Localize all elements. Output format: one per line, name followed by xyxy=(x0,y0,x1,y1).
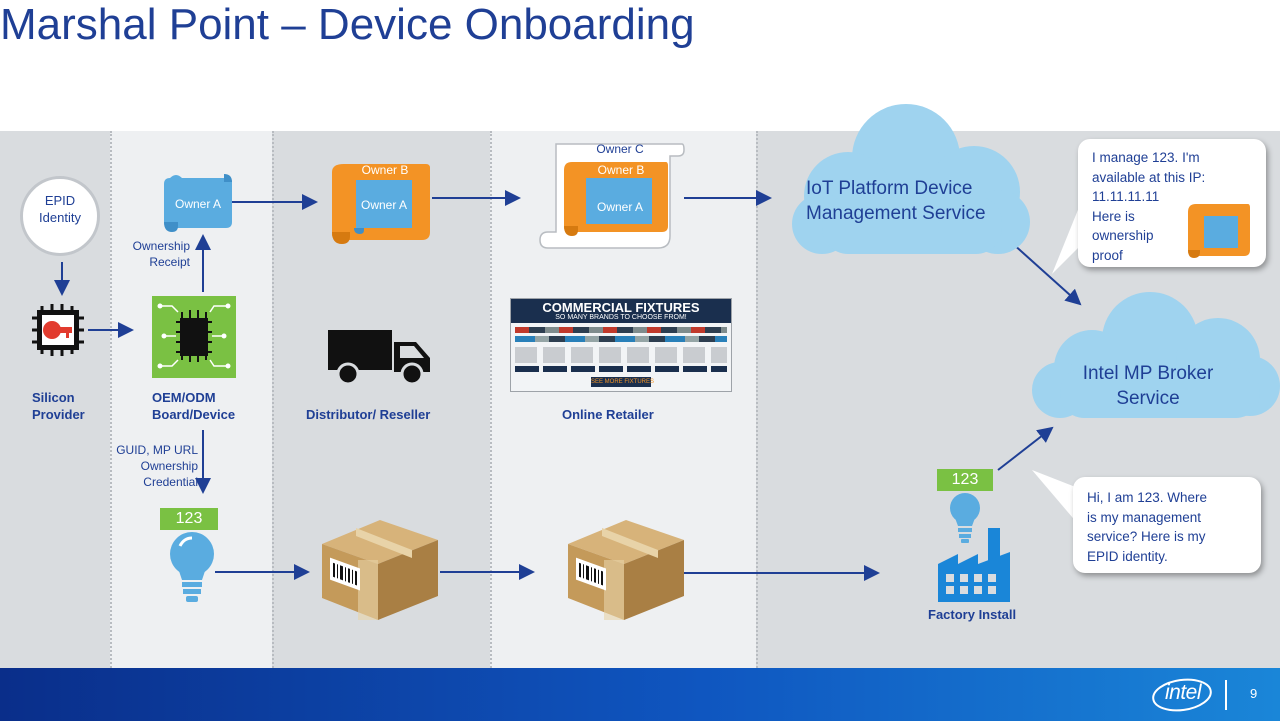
owner-a-label: Owner A xyxy=(596,200,644,214)
ad-see-more-button[interactable] xyxy=(591,377,651,387)
footer-bar xyxy=(0,668,1280,721)
identity-request-text: Hi, I am 123. Where is my management ser… xyxy=(1087,490,1208,564)
lane-divider xyxy=(490,131,492,668)
owner-a-label: Owner A xyxy=(174,197,222,211)
owner-b-label: Owner B xyxy=(361,163,409,177)
circuit-board-icon xyxy=(152,296,236,378)
lane-divider xyxy=(272,131,274,668)
arrow-iot-to-broker xyxy=(1011,242,1082,306)
ad-header xyxy=(511,299,731,323)
shipping-box-icon xyxy=(322,520,438,620)
ad-see-more-label: SEE MORE FIXTURES xyxy=(591,379,655,385)
bubble-tail xyxy=(1032,470,1078,524)
epid-identity-circle xyxy=(20,176,100,256)
identity-request-bubble xyxy=(1073,477,1261,573)
shipping-box-icon xyxy=(568,520,684,620)
iot-cloud-shape xyxy=(792,104,1030,254)
ad-product-labels xyxy=(515,366,727,372)
slide-title: Marshal Point – Device Onboarding xyxy=(0,0,695,49)
ad-brand-strip xyxy=(515,327,727,333)
lane-label-oem-odm: OEM/ODM Board/Device xyxy=(152,390,236,422)
ownership-proof-scroll-icon xyxy=(1188,204,1250,258)
owner-c-scroll-icon xyxy=(539,143,685,249)
device-id-badge: 123 xyxy=(937,469,993,491)
lane-label-distributor: Distributor/ Reseller xyxy=(306,407,431,422)
owner-a-scroll-icon xyxy=(164,174,232,232)
broker-cloud-shape xyxy=(1032,292,1280,418)
lane-label-factory-install: Factory Install xyxy=(928,607,1017,622)
intel-logo: intel xyxy=(1164,681,1202,704)
light-bulb-icon xyxy=(170,532,214,602)
owner-b-label: Owner B xyxy=(597,163,645,177)
ownership-receipt-label: Ownership Receipt xyxy=(132,239,190,269)
bubble-tail xyxy=(1052,190,1086,274)
intel-logo-ring xyxy=(1152,678,1212,712)
commercial-fixtures-ad: COMMERCIAL FIXTURES SO MANY BRANDS TO CH… xyxy=(510,298,732,392)
silicon-chip-icon xyxy=(32,304,84,356)
page-number: 9 xyxy=(1250,686,1258,701)
footer-divider xyxy=(1225,680,1227,710)
ad-brand-strip xyxy=(515,336,727,342)
ad-product-row xyxy=(515,347,727,363)
delivery-truck-icon xyxy=(328,330,430,386)
ad-subline: SO MANY BRANDS TO CHOOSE FROM! xyxy=(555,314,687,321)
lane-divider xyxy=(756,131,758,668)
factory-icon xyxy=(938,528,1010,602)
epid-identity-label: EPID Identity xyxy=(39,193,81,225)
guid-credential-label: GUID, MP URL Ownership Credential xyxy=(116,443,198,489)
lane-label-silicon-provider: Silicon Provider xyxy=(32,390,85,422)
ad-headline: COMMERCIAL FIXTURES xyxy=(542,300,700,315)
ownership-proof-text: I manage 123. I'm available at this IP: … xyxy=(1092,150,1206,263)
device-id-badge: 123 xyxy=(160,508,218,530)
light-bulb-icon xyxy=(950,493,980,543)
owner-a-label: Owner A xyxy=(360,198,408,212)
owner-c-label: Owner C xyxy=(596,142,644,156)
lane-divider xyxy=(110,131,112,668)
intel-broker-label: Intel MP Broker Service xyxy=(1082,363,1214,409)
arrow-factory-to-broker xyxy=(997,426,1054,471)
owner-b-scroll-icon xyxy=(332,164,430,244)
lane-label-online-retailer: Online Retailer xyxy=(562,407,654,422)
iot-platform-label: IoT Platform Device Management Service xyxy=(806,178,986,224)
